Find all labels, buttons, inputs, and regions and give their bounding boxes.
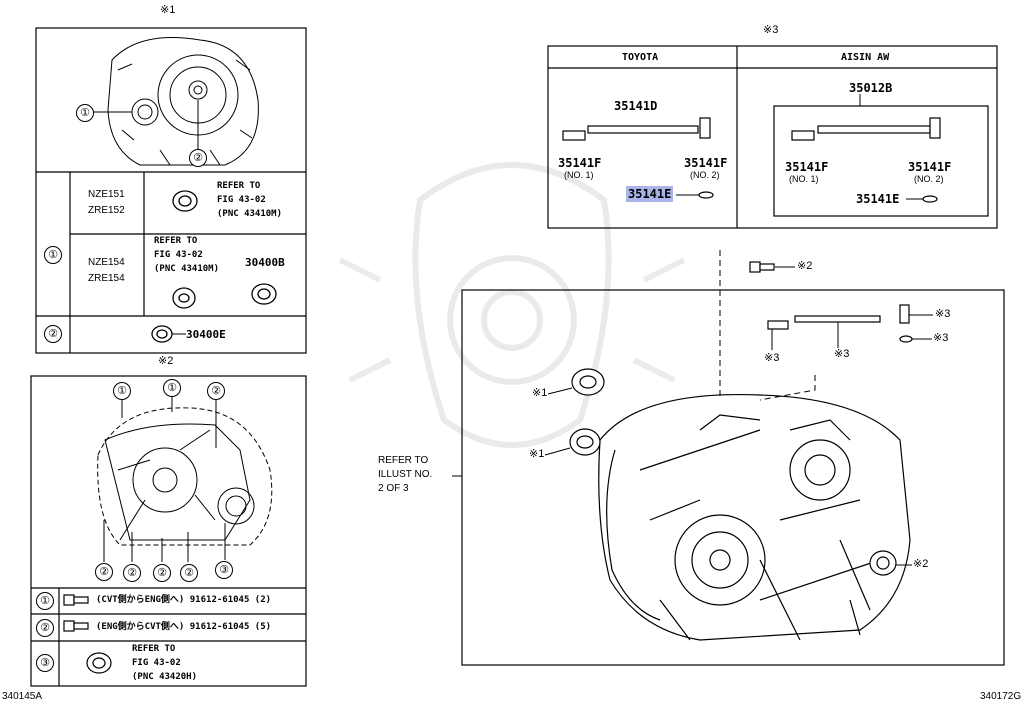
aisin-part-no1-label: (NO. 1) [789,174,819,184]
box2-callout-bottom-1: ② [95,563,113,581]
box2-mark: ※2 [158,355,174,367]
box1-model-zre152: ZRE152 [88,205,125,216]
box2-ref-line2: FIG 43-02 [132,658,181,668]
aisin-part-no2-label: (NO. 2) [914,174,944,184]
box3-col-aisin: AISIN AW [841,52,890,63]
box1-ref-a-line3: (PNC 43410M) [217,209,283,219]
box1-leaders [93,100,199,150]
box1-row1-num: ① [44,246,62,264]
box1-model-nze154: NZE154 [88,257,125,268]
box1-ref-a-line2: FIG 43-02 [217,195,266,205]
box2-row3-num: ③ [36,654,54,672]
main-mark-right-fitting: ※3 [935,308,951,320]
box1-ref-b-line3: (PNC 43410M) [154,264,220,274]
box1-ref-b-line2: FIG 43-02 [154,250,203,260]
main-mark-bolt: ※2 [797,260,813,272]
aisin-part-35141e: 35141E [856,192,900,206]
box1-part-30400b: 30400B [245,256,285,269]
watermark-logo [338,162,686,448]
box1-model-nze151: NZE151 [88,189,125,200]
main-transaxle-drawing [598,393,911,641]
box2-row1-num: ① [36,592,54,610]
box2-callout-bottom-4: ② [180,564,198,582]
box2-callout-bottom-2: ② [123,564,141,582]
box3-frame [547,45,998,229]
box1-seal-drawings [151,190,277,343]
main-mark-seal3: ※2 [913,558,929,570]
main-refer-line1: REFER TO [378,455,429,466]
main-leaders [544,266,933,566]
main-mark-oring: ※3 [933,332,949,344]
toyota-part-35141e-highlight: 35141E [626,186,674,202]
toyota-part-35141f-no1: 35141F [558,156,602,170]
box1-callout-2: ② [189,149,207,167]
aisin-part-35012b: 35012B [849,81,893,95]
box3-aisin-shaft-drawing [791,117,941,203]
box2-ref-line3: (PNC 43420H) [132,672,198,682]
box2-bolt-drawings [63,594,112,674]
figure-code-left: 340145A [2,691,43,702]
main-part-drawings [569,261,913,576]
main-refer-line3: 2 OF 3 [378,483,409,494]
box2-callout-top-1: ① [113,382,131,400]
box1-callout-1: ① [76,104,94,122]
toyota-part-no1-label: (NO. 1) [564,170,594,180]
main-refer-line2: ILLUST NO. [378,469,433,480]
box2-housing-drawing [97,395,273,562]
box2-callout-top-2: ① [163,379,181,397]
box1-transaxle-drawing [107,37,259,166]
box2-row2-text: (ENG側からCVT側へ) 91612-61045 (5) [96,622,272,632]
box2-ref-line1: REFER TO [132,644,176,654]
box1-frame [35,27,307,354]
box1-ref-a-line1: REFER TO [217,181,261,191]
box2-row1-text: (CVT側からENG側へ) 91612-61045 (2) [96,595,272,605]
figure-code-right: 340172G [980,691,1022,702]
toyota-part-35141e: 35141E [626,186,674,202]
box1-mark: ※1 [160,4,176,16]
box3-col-toyota: TOYOTA [622,52,659,63]
box3-toyota-shaft-drawing [562,117,714,199]
main-mark-seal2: ※1 [529,448,545,460]
box2-frame [30,375,307,687]
box1-part-30400e: 30400E [186,328,226,341]
box3-mark: ※3 [763,24,779,36]
box2-row2-num: ② [36,619,54,637]
box1-ref-b-line1: REFER TO [154,236,198,246]
aisin-part-35141f-no2: 35141F [908,160,952,174]
aisin-part-35141f-no1: 35141F [785,160,829,174]
toyota-part-no2-label: (NO. 2) [690,170,720,180]
toyota-part-35141f-no2: 35141F [684,156,728,170]
box1-row2-num: ② [44,325,62,343]
main-mark-seal1: ※1 [532,387,548,399]
toyota-part-35141d: 35141D [614,99,658,113]
box2-callout-bottom-3: ② [153,564,171,582]
main-mark-shaft: ※3 [834,348,850,360]
main-mark-left-fitting: ※3 [764,352,780,364]
box1-model-zre154: ZRE154 [88,273,125,284]
box2-callout-bottom-5: ③ [215,561,233,579]
box2-callout-top-3: ② [207,382,225,400]
main-frame [461,289,1005,666]
